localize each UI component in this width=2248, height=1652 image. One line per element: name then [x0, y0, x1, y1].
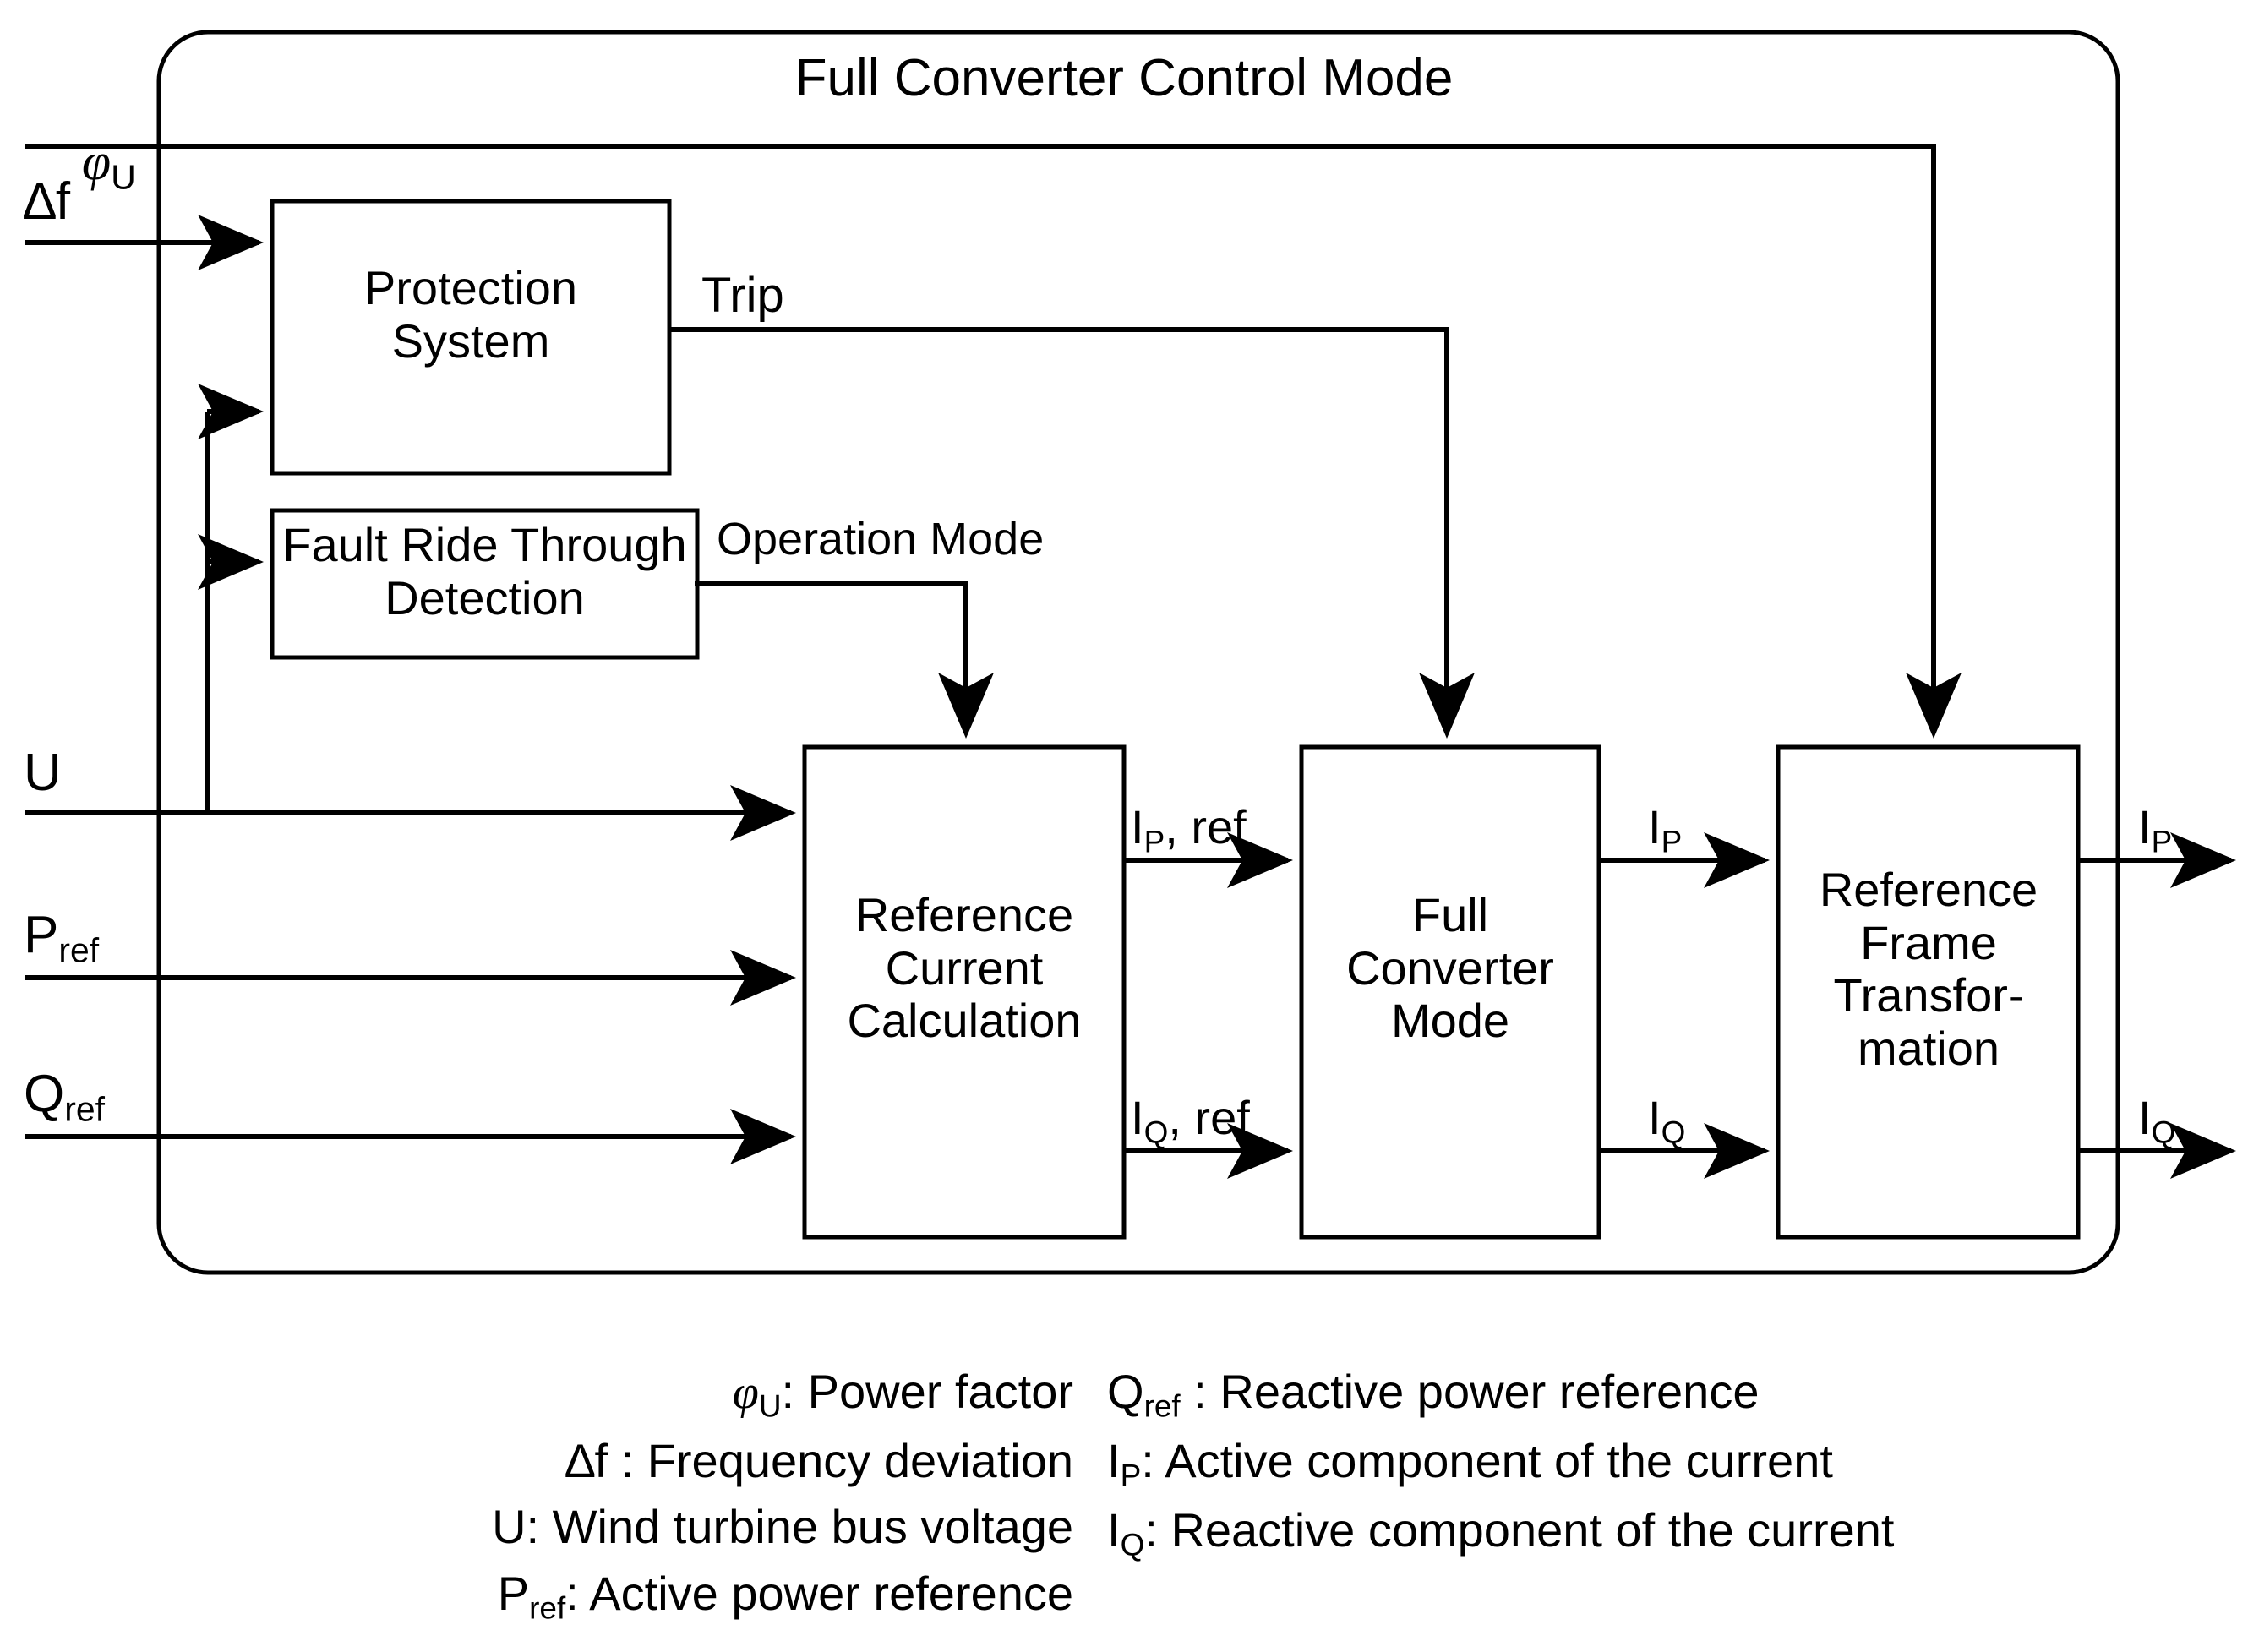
legend: φU: Power factor ∆f : Frequency deviatio… [0, 1359, 2248, 1646]
input-label-p-ref: Pref [24, 906, 100, 970]
legend-item-delta-f: ∆f : Frequency deviation [565, 1434, 1073, 1488]
legend-item-p-ref: Pref: Active power reference [497, 1566, 1073, 1626]
input-label-u: U [24, 744, 62, 802]
block-reference-frame-rect [1776, 744, 2081, 1240]
legend-item-phi-u: φU: Power factor [732, 1365, 1073, 1424]
signal-label-operation-mode: Operation Mode [717, 514, 1045, 564]
input-label-phi-u: φU [81, 134, 136, 197]
block-frt-detection-rect [270, 508, 700, 660]
wire-phi-u [25, 144, 1962, 739]
signal-label-ip-ref: IP, ref [1131, 800, 1247, 859]
page-title: Full Converter Control Mode [794, 49, 1454, 107]
block-full-converter-mode-rect [1299, 744, 1601, 1240]
legend-item-iq: IQ: Reactive component of the current [1107, 1503, 1895, 1562]
wire-operation-mode [695, 581, 994, 739]
signal-label-iq-mid: IQ [1648, 1091, 1686, 1150]
legend-right-column: Qref : Reactive power reference IP: Acti… [1107, 1359, 2079, 1567]
input-label-delta-f: ∆f [24, 172, 71, 231]
wire-trip [669, 327, 1475, 739]
legend-item-q-ref: Qref : Reactive power reference [1107, 1365, 1760, 1424]
legend-left-column: φU: Power factor ∆f : Frequency deviatio… [431, 1359, 1073, 1630]
block-protection-system-rect [270, 199, 672, 476]
output-label-iq: IQ [2138, 1091, 2176, 1150]
signal-label-iq-ref: IQ, ref [1131, 1091, 1250, 1150]
block-reference-current-rect [802, 744, 1127, 1240]
signal-label-trip: Trip [701, 268, 784, 323]
input-label-q-ref: Qref [24, 1065, 105, 1129]
legend-item-u: U: Wind turbine bus voltage [492, 1500, 1073, 1554]
legend-item-ip: IP: Active component of the current [1107, 1434, 1833, 1493]
output-label-ip: IP [2138, 800, 2173, 859]
signal-label-ip-mid: IP [1648, 800, 1683, 859]
outer-container-border [156, 30, 2120, 1275]
